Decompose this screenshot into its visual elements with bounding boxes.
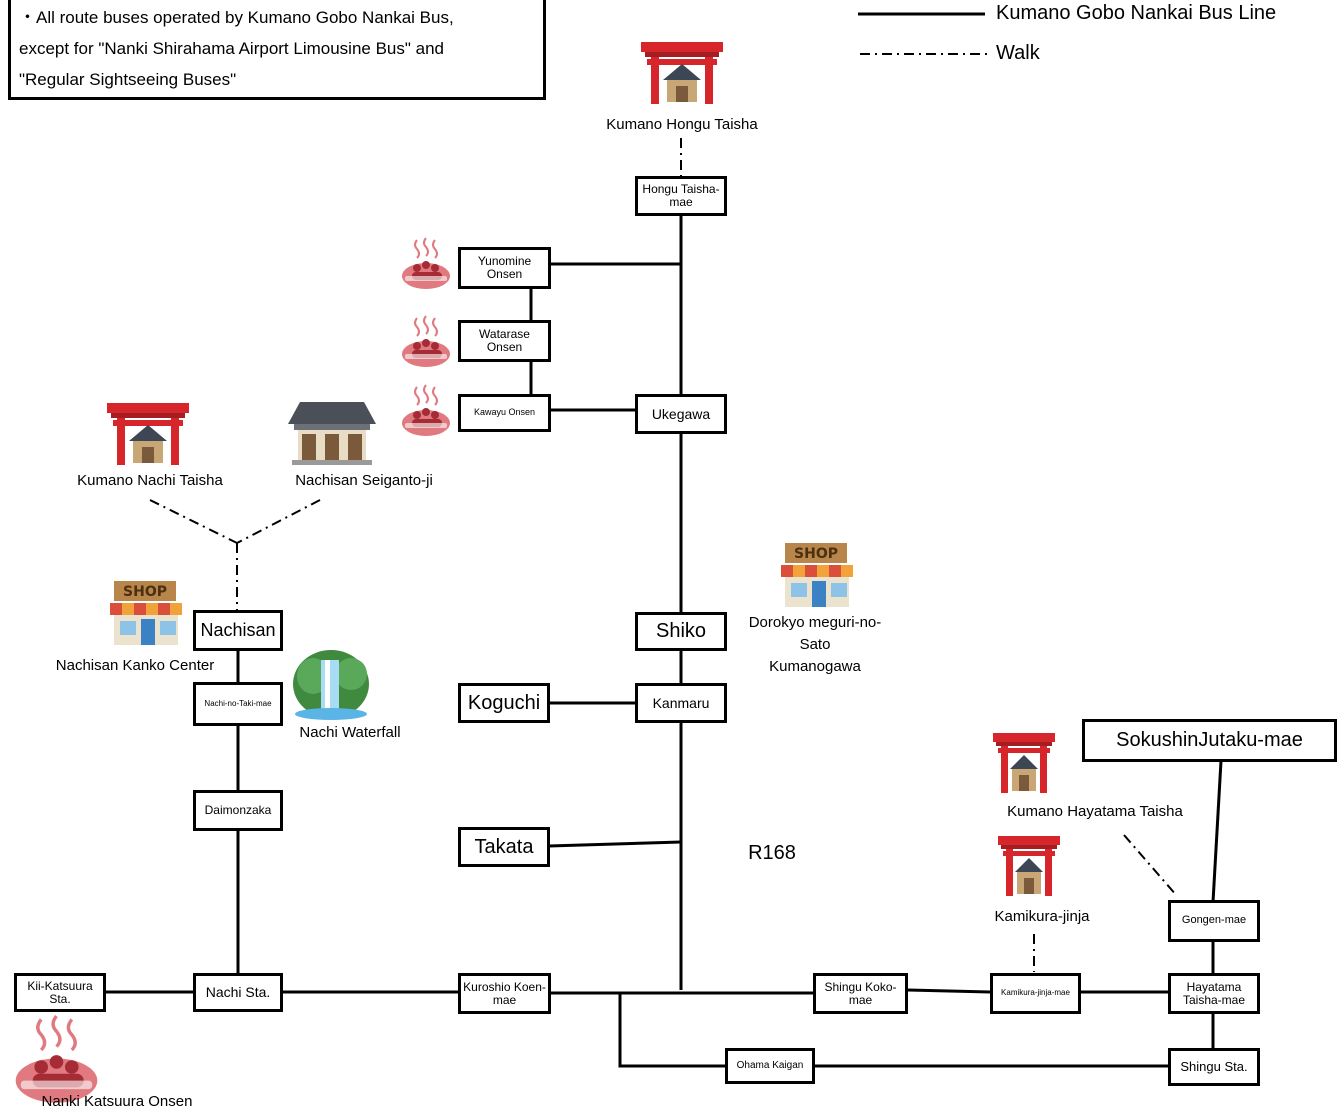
label-kamikura-jinja: Kamikura-jinja [994, 908, 1090, 925]
shop-icon: SHOP [781, 543, 853, 607]
label-kumano-nachi-taisha: Kumano Nachi Taisha [77, 472, 223, 489]
stop-watarase-onsen[interactable]: Watarase Onsen [458, 320, 551, 362]
bus-lines [105, 12, 1223, 1068]
stop-koguchi[interactable]: Koguchi [458, 683, 550, 723]
stop-shiko[interactable]: Shiko [635, 612, 727, 651]
label-nanki-katsuura-onsen: Nanki Katsuura Onsen [41, 1093, 193, 1110]
note-line-2: except for "Nanki Shirahama Airport Limo… [19, 39, 445, 58]
line-takata-branch [548, 840, 682, 848]
stop-shingu-sta[interactable]: Shingu Sta. [1168, 1048, 1260, 1086]
torii-shrine-icon [641, 42, 723, 104]
shop-sign-text: SHOP [123, 584, 167, 600]
line-ohama-loop [618, 993, 727, 1068]
stop-hayatama-taisha-mae[interactable]: Hayatama Taisha-mae [1168, 973, 1260, 1014]
label-nachisan-seiganto-ji: Nachisan Seiganto-ji [295, 472, 433, 489]
torii-shrine-icon [998, 836, 1060, 896]
stop-yunomine-onsen[interactable]: Yunomine Onsen [458, 247, 551, 289]
stop-gongen-mae[interactable]: Gongen-mae [1168, 900, 1260, 942]
stop-kanmaru[interactable]: Kanmaru [635, 683, 727, 723]
label-kumano-hayatama-taisha: Kumano Hayatama Taisha [1007, 803, 1183, 820]
walk-seiganto-ji [236, 499, 321, 544]
legend-bus-line-label: Kumano Gobo Nankai Bus Line [996, 2, 1277, 24]
onsen-icon [402, 237, 450, 289]
label-dorokyo-line-1: Dorokyo meguri-no- [748, 614, 882, 631]
waterfall-icon [293, 650, 369, 720]
walk-lines [149, 53, 1178, 972]
label-kumano-hongu-taisha: Kumano Hongu Taisha [606, 116, 758, 133]
stop-kuroshio-koen-mae[interactable]: Kuroshio Koen-mae [458, 973, 551, 1014]
note-line-3: "Regular Sightseeing Buses" [19, 70, 237, 89]
label-dorokyo-line-2: Sato [799, 635, 831, 653]
line-sokushin-gongen [1211, 760, 1223, 903]
stop-ukegawa[interactable]: Ukegawa [635, 394, 727, 434]
stop-hongu-taisha-mae[interactable]: Hongu Taisha-mae [635, 176, 727, 216]
shop-icon: SHOP [110, 581, 182, 645]
walk-nachi-taisha [149, 499, 238, 544]
onsen-icon [402, 315, 450, 367]
label-nachi-waterfall: Nachi Waterfall [299, 724, 401, 741]
stop-kamikura-jinja-mae[interactable]: Kamikura-jinja-mae [990, 973, 1081, 1014]
walk-hayatama [1123, 834, 1178, 897]
label-nachisan-kanko-center: Nachisan Kanko Center [55, 657, 215, 674]
stop-nachisan[interactable]: Nachisan [193, 610, 283, 651]
stop-shingu-koko-mae[interactable]: Shingu Koko-mae [813, 973, 908, 1014]
stop-nachi-no-taki-mae[interactable]: Nachi-no-Taki-mae [193, 682, 283, 726]
shop-sign-text: SHOP [794, 546, 838, 562]
road-label-r168: R168 [748, 842, 796, 864]
temple-icon [288, 402, 376, 465]
stop-kii-katsuura-sta[interactable]: Kii-Katsuura Sta. [14, 973, 106, 1012]
label-dorokyo-meguri-no-sato: Dorokyo meguri-no- Sato Kumanogawa [722, 612, 908, 677]
stop-ohama-kaigan[interactable]: Ohama Kaigan [725, 1048, 815, 1084]
stop-nachi-sta[interactable]: Nachi Sta. [193, 973, 283, 1012]
stop-sokushin-jutaku-mae[interactable]: SokushinJutaku-mae [1082, 719, 1337, 762]
label-dorokyo-line-3: Kumanogawa [769, 657, 861, 675]
stop-kawayu-onsen[interactable]: Kawayu Onsen [458, 394, 551, 432]
line-shingu-koko-kamikura [907, 988, 991, 994]
note-line-1: ・All route buses operated by Kumano Gobo… [19, 8, 454, 27]
stop-takata[interactable]: Takata [458, 827, 550, 867]
operator-note: ・All route buses operated by Kumano Gobo… [8, 0, 546, 100]
stop-daimonzaka[interactable]: Daimonzaka [193, 790, 283, 831]
onsen-icon [402, 384, 450, 436]
onsen-icon [15, 1014, 98, 1103]
torii-shrine-icon [107, 403, 189, 465]
legend-walk-label: Walk [996, 42, 1040, 64]
torii-shrine-icon [993, 733, 1055, 793]
